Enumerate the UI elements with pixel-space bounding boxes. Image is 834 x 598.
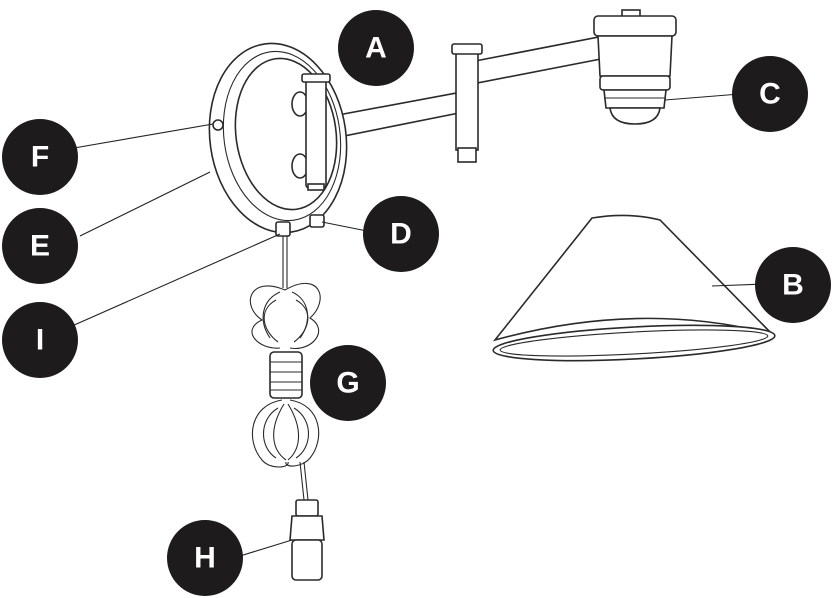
badge-h-label: H <box>194 542 216 575</box>
lamp-shade <box>492 214 776 362</box>
badge-c-label: C <box>759 78 781 111</box>
badge-b-label: B <box>782 269 804 302</box>
power-plug <box>289 499 325 581</box>
badge-a-label: A <box>365 32 387 65</box>
badge-e-label: E <box>30 230 50 263</box>
swing-arm <box>321 35 607 163</box>
badge-i-label: I <box>36 324 44 357</box>
badge-h: H <box>167 520 243 596</box>
badge-d-label: D <box>390 218 412 251</box>
leader-e <box>79 171 211 237</box>
badge-f: F <box>2 119 78 195</box>
badge-e: E <box>2 208 78 284</box>
power-cord <box>249 236 321 501</box>
badge-c: C <box>732 56 808 132</box>
badge-d: D <box>363 196 439 272</box>
lamp-socket <box>593 9 677 125</box>
leader-h <box>239 539 293 557</box>
badge-g-label: G <box>336 367 359 400</box>
leader-i <box>71 233 281 327</box>
leader-lines <box>71 93 766 557</box>
leader-f <box>73 123 214 149</box>
leader-c <box>664 93 741 101</box>
badge-f-label: F <box>31 141 49 174</box>
badge-i: I <box>2 302 78 378</box>
wall-plate <box>208 42 348 237</box>
badge-a: A <box>338 10 414 86</box>
badge-g: G <box>310 345 386 421</box>
badge-b: B <box>755 247 831 323</box>
